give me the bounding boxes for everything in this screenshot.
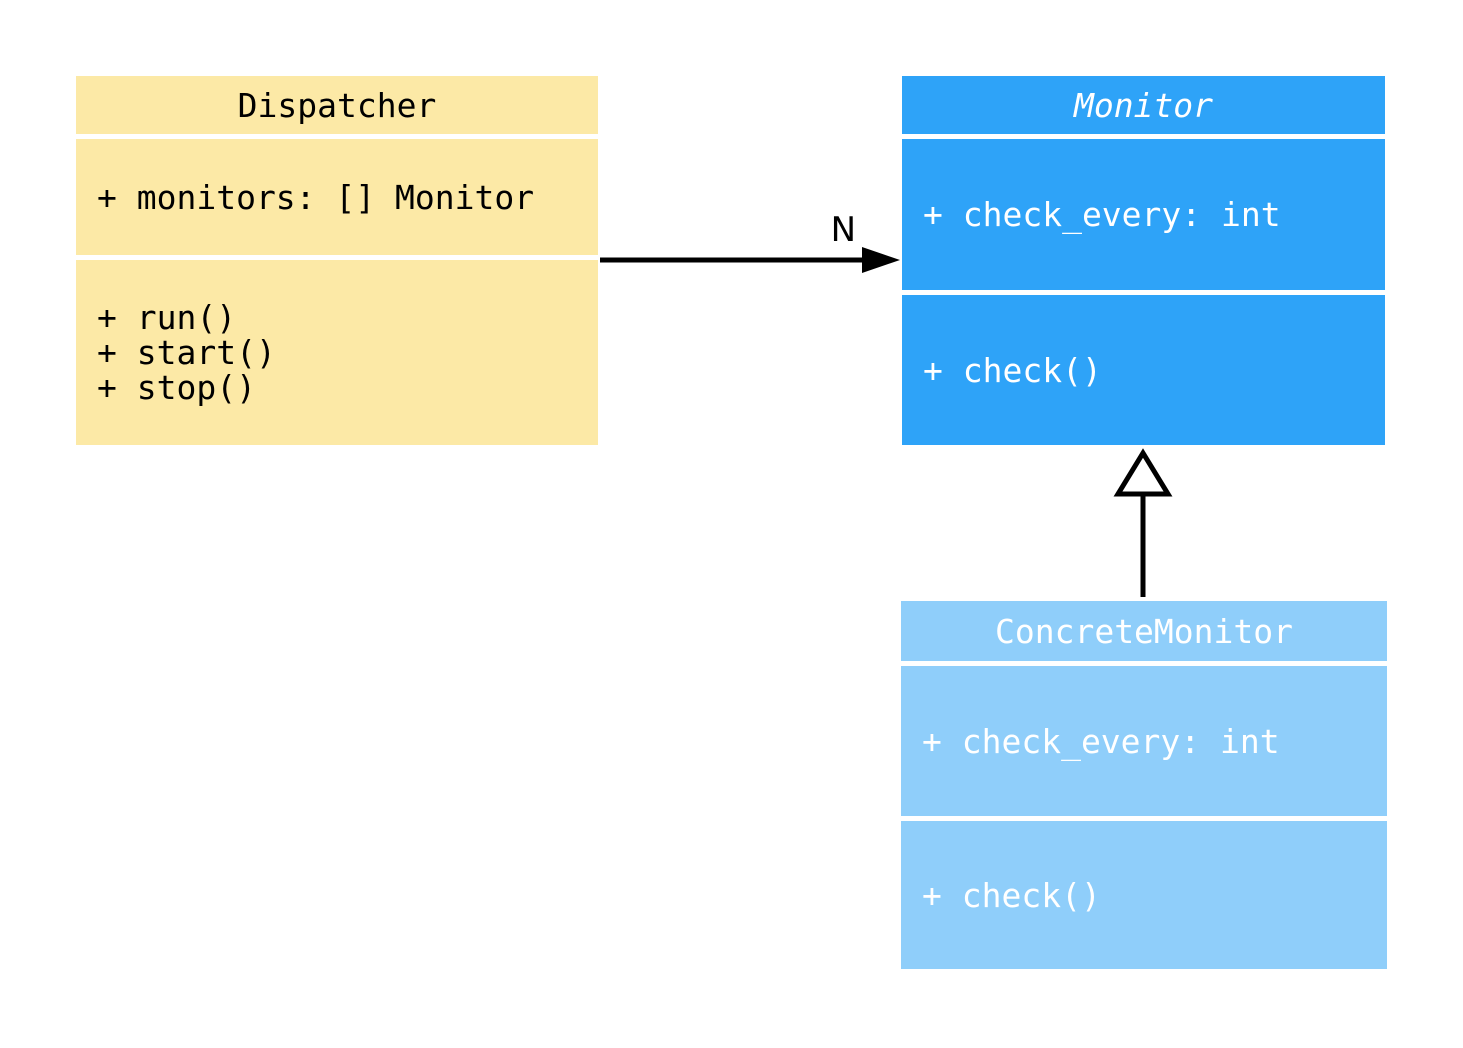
class-name-monitor: Monitor	[1073, 85, 1214, 125]
class-name-dispatcher: Dispatcher	[237, 85, 437, 125]
inheritance-triangle-icon	[1113, 448, 1173, 497]
class-attributes-band-monitor: + check_every: int	[902, 139, 1385, 290]
class-methods-band-monitor: + check()	[902, 295, 1385, 445]
class-methods-band-concrete-monitor: + check()	[901, 821, 1387, 969]
class-attributes-band-concrete-monitor: + check_every: int	[901, 666, 1387, 816]
class-box-monitor: Monitor + check_every: int + check()	[902, 76, 1385, 445]
method-line: + stop()	[97, 368, 256, 407]
class-title-band-concrete-monitor: ConcreteMonitor	[901, 601, 1387, 661]
association-arrow: N	[600, 210, 900, 273]
attribute-line: + check_every: int	[923, 195, 1281, 234]
class-box-dispatcher: Dispatcher + monitors: [] Monitor + run(…	[76, 76, 598, 445]
class-box-concrete-monitor: ConcreteMonitor + check_every: int + che…	[901, 601, 1387, 969]
attribute-line: + monitors: [] Monitor	[97, 177, 535, 217]
association-arrowhead-icon	[862, 247, 900, 273]
method-line: + check()	[922, 875, 1101, 915]
method-line: + start()	[97, 333, 276, 372]
association-multiplicity-label: N	[831, 210, 856, 250]
class-attributes-band-dispatcher: + monitors: [] Monitor	[76, 139, 598, 255]
method-line: + run()	[97, 298, 237, 337]
class-methods-band-dispatcher: + run() + start() + stop()	[76, 260, 598, 445]
inheritance-arrow	[1113, 448, 1173, 597]
class-name-concrete-monitor: ConcreteMonitor	[994, 611, 1293, 651]
class-title-band-dispatcher: Dispatcher	[76, 76, 598, 134]
method-line: + check()	[923, 350, 1102, 390]
class-title-band-monitor: Monitor	[902, 76, 1385, 134]
attribute-line: + check_every: int	[922, 721, 1280, 761]
